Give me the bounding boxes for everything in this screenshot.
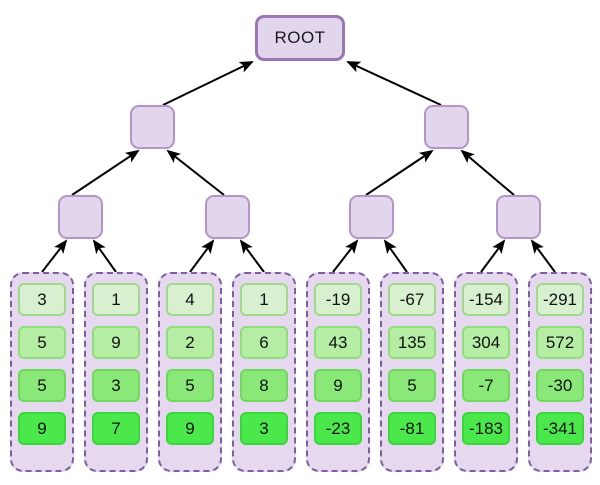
internal-node-l3-3[interactable] xyxy=(349,195,394,239)
leaf-cell[interactable]: 5 xyxy=(388,369,436,402)
edge-l3-4-to-l2right xyxy=(460,149,515,196)
leaf-column-5[interactable]: -19 43 9 -23 xyxy=(306,272,370,472)
leaf-cell[interactable]: 5 xyxy=(18,369,66,402)
edge-l3-1-to-l2left xyxy=(71,149,140,196)
leaf-cell[interactable]: 4 xyxy=(166,283,214,316)
edge-leaf6-to-l3-3 xyxy=(383,239,408,273)
leaf-cell[interactable]: 572 xyxy=(536,326,584,359)
leaf-cell[interactable]: 8 xyxy=(240,369,288,402)
leaf-column-8[interactable]: -291 572 -30 -341 xyxy=(528,272,592,472)
edge-leaf3-to-l3-2 xyxy=(189,239,215,273)
leaf-cell[interactable]: -7 xyxy=(462,369,510,402)
edge-leaf8-to-l3-4 xyxy=(530,239,556,273)
leaf-column-7[interactable]: -154 304 -7 -183 xyxy=(454,272,518,472)
edge-l2left-to-root xyxy=(162,61,254,106)
leaf-cell[interactable]: -67 xyxy=(388,283,436,316)
edge-l3-2-to-l2left xyxy=(166,149,225,196)
leaf-cell[interactable]: 3 xyxy=(18,283,66,316)
internal-node-l3-4[interactable] xyxy=(496,195,541,239)
leaf-cell[interactable]: -341 xyxy=(536,412,584,445)
leaf-cell[interactable]: -154 xyxy=(462,283,510,316)
edge-leaf1-to-l3-1 xyxy=(41,239,68,273)
leaf-cell[interactable]: 5 xyxy=(18,326,66,359)
edge-l2right-to-root xyxy=(346,61,442,106)
root-node-label: ROOT xyxy=(274,28,326,47)
leaf-cell[interactable]: -23 xyxy=(314,412,362,445)
internal-node-l3-2[interactable] xyxy=(205,195,250,239)
leaf-cell[interactable]: 3 xyxy=(92,369,140,402)
leaf-column-1[interactable]: 3 5 5 9 xyxy=(10,272,74,472)
leaf-cell[interactable]: 7 xyxy=(92,412,140,445)
leaf-cell[interactable]: 6 xyxy=(240,326,288,359)
leaf-cell[interactable]: -81 xyxy=(388,412,436,445)
internal-node-l2-right[interactable] xyxy=(424,105,469,149)
edge-leaf2-to-l3-1 xyxy=(92,239,117,273)
leaf-cell[interactable]: 1 xyxy=(240,283,288,316)
leaf-cell[interactable]: 43 xyxy=(314,326,362,359)
leaf-cell[interactable]: 9 xyxy=(92,326,140,359)
leaf-cell[interactable]: 9 xyxy=(166,412,214,445)
leaf-cell[interactable]: -19 xyxy=(314,283,362,316)
leaf-cell[interactable]: 135 xyxy=(388,326,436,359)
leaf-cell[interactable]: -291 xyxy=(536,283,584,316)
leaf-cell[interactable]: -183 xyxy=(462,412,510,445)
leaf-cell[interactable]: 2 xyxy=(166,326,214,359)
edge-leaf5-to-l3-3 xyxy=(332,239,359,273)
leaf-column-6[interactable]: -67 135 5 -81 xyxy=(380,272,444,472)
edge-l3-3-to-l2right xyxy=(365,149,434,196)
internal-node-l2-left[interactable] xyxy=(130,105,175,149)
leaf-cell[interactable]: 5 xyxy=(166,369,214,402)
edge-leaf7-to-l3-4 xyxy=(480,239,506,273)
leaf-cell[interactable]: 1 xyxy=(92,283,140,316)
root-node[interactable]: ROOT xyxy=(255,15,345,61)
leaf-cell[interactable]: -30 xyxy=(536,369,584,402)
leaf-cell[interactable]: 9 xyxy=(18,412,66,445)
internal-node-l3-1[interactable] xyxy=(58,195,103,239)
edge-leaf4-to-l3-2 xyxy=(239,239,265,273)
leaf-cell[interactable]: 9 xyxy=(314,369,362,402)
leaf-cell[interactable]: 3 xyxy=(240,412,288,445)
edge-group xyxy=(41,61,556,273)
leaf-column-3[interactable]: 4 2 5 9 xyxy=(158,272,222,472)
leaf-cell[interactable]: 304 xyxy=(462,326,510,359)
